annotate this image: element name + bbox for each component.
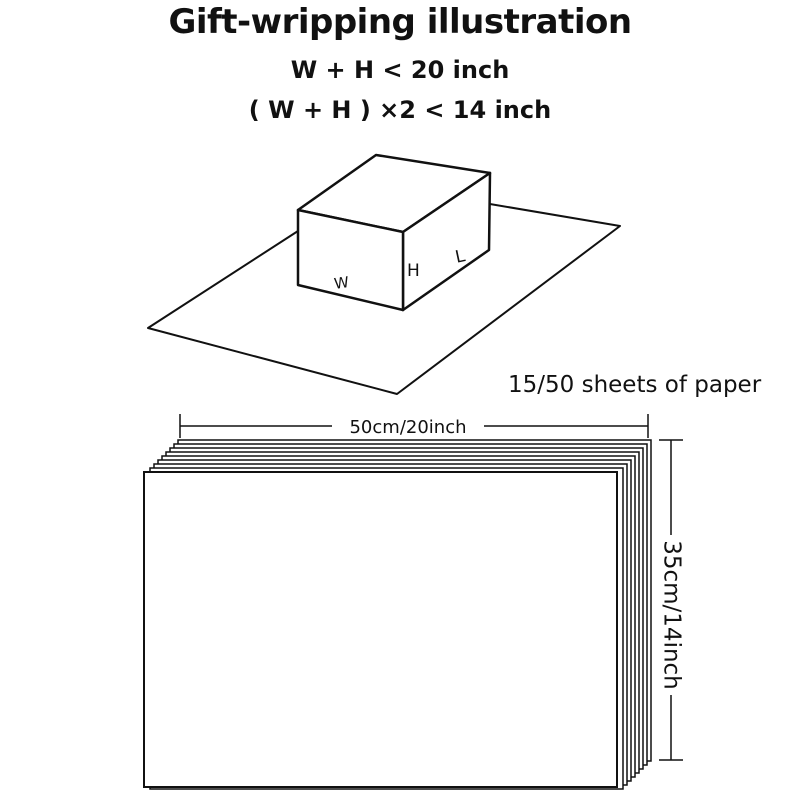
illustration-title: Gift-wripping illustration: [168, 2, 632, 42]
height-dimension-label: 35cm/14inch: [659, 540, 685, 690]
width-dimension-label: 50cm/20inch: [349, 417, 466, 438]
box-label-w: W: [333, 273, 350, 293]
height-dimension-line: 35cm/14inch: [659, 439, 685, 761]
formula-doubled-sum: ( W + H ) ×2 < 14 inch: [248, 96, 552, 124]
box-front-face: [296, 208, 405, 312]
sheets-count-label: 15/50 sheets of paper: [508, 372, 762, 398]
box-label-h: H: [407, 261, 420, 281]
paper-stack: [143, 439, 652, 790]
front-sheet: [143, 471, 618, 788]
formula-width-plus-height: W + H < 20 inch: [290, 56, 510, 84]
width-dimension-line: 50cm/20inch: [179, 414, 649, 438]
gift-box: W H L: [296, 153, 492, 312]
